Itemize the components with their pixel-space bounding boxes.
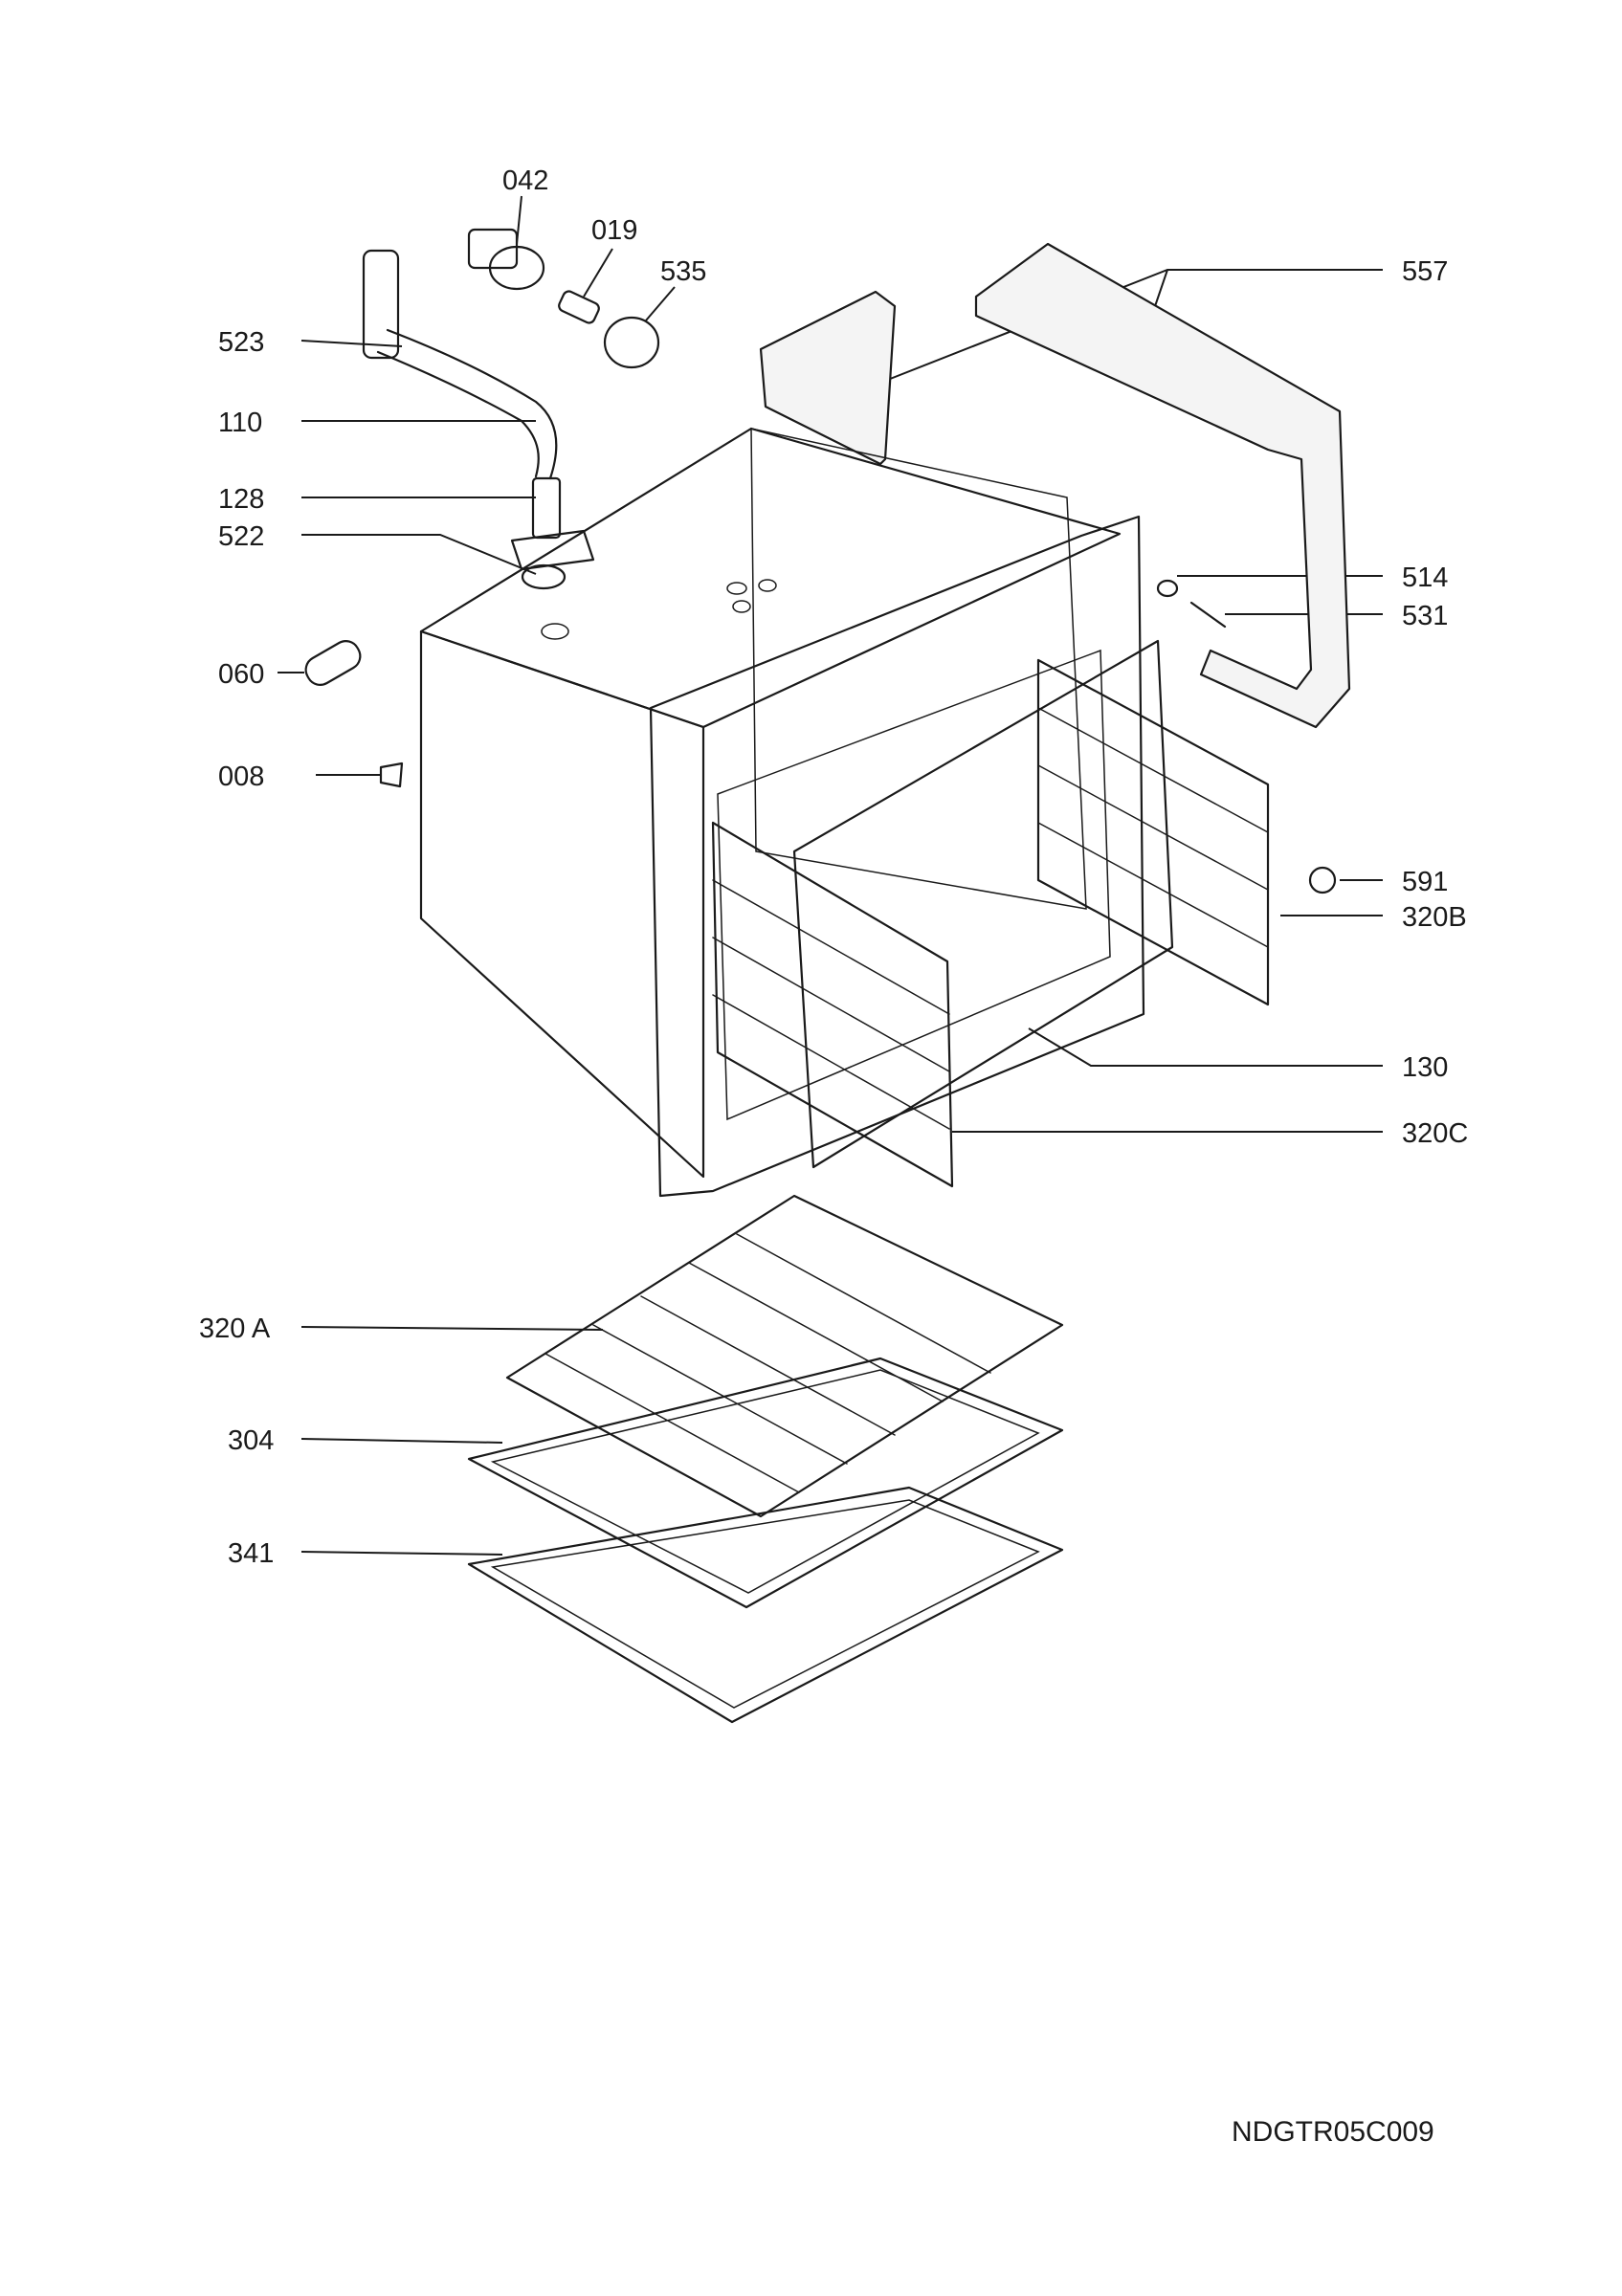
baking-tray-304-inner bbox=[490, 1369, 1040, 1594]
callout-514: 514 bbox=[1402, 563, 1448, 593]
leader-522 bbox=[301, 534, 537, 575]
oven-seal-130 bbox=[792, 639, 1174, 1169]
shelf-bar-2 bbox=[592, 1324, 848, 1465]
screw-514 bbox=[1156, 579, 1179, 598]
shelf-bar-1 bbox=[544, 1353, 800, 1493]
fitting-019 bbox=[558, 290, 600, 324]
callout-019: 019 bbox=[591, 215, 637, 246]
top-hole-b bbox=[726, 582, 747, 595]
front-frame bbox=[649, 515, 1145, 1198]
callout-320C: 320C bbox=[1402, 1118, 1468, 1149]
drawing-code: NDGTR05C009 bbox=[1232, 2116, 1434, 2148]
tray-341 bbox=[467, 1486, 1064, 1724]
insulation-557 bbox=[759, 242, 1351, 729]
wire-shelf-320A bbox=[505, 1194, 1064, 1518]
callout-128: 128 bbox=[218, 484, 264, 515]
baking-tray-304 bbox=[467, 1357, 1064, 1609]
callout-531: 531 bbox=[1402, 601, 1448, 631]
top-hole-a bbox=[541, 623, 569, 640]
leader-535 bbox=[645, 286, 676, 321]
fitting-042-body bbox=[467, 228, 519, 270]
runner-320C-rung-1 bbox=[712, 879, 950, 1015]
callout-320B: 320B bbox=[1402, 902, 1467, 933]
runner-320B-rung-2 bbox=[1037, 764, 1269, 891]
leader-130 bbox=[1028, 1027, 1383, 1067]
insulation-top-wrap bbox=[974, 242, 1351, 729]
shelf-runners bbox=[711, 579, 1337, 1188]
callout-341: 341 bbox=[228, 1538, 274, 1569]
runner-320C bbox=[711, 821, 954, 1188]
top-hole-c bbox=[758, 579, 777, 592]
callout-320A: 320 A bbox=[199, 1314, 271, 1344]
callout-060: 060 bbox=[218, 659, 264, 690]
insulation-side-block bbox=[759, 290, 897, 466]
callout-523: 523 bbox=[218, 327, 264, 358]
leader-042 bbox=[516, 195, 522, 245]
thermostat-probe-060 bbox=[304, 640, 362, 686]
callout-130: 130 bbox=[1402, 1052, 1448, 1083]
runner-320C-rung-3 bbox=[712, 994, 950, 1130]
gas-pipe-assembly bbox=[362, 249, 595, 590]
tray-341-inner bbox=[490, 1499, 1040, 1709]
knob-535 bbox=[603, 316, 660, 369]
runner-320C-rung-2 bbox=[712, 937, 950, 1072]
burner-tube-128 bbox=[531, 476, 562, 540]
leader-lines bbox=[278, 269, 1383, 1556]
shelf-bar-4 bbox=[688, 1262, 944, 1402]
flexible-pipe-110 bbox=[376, 328, 558, 480]
cavity-back-panel bbox=[750, 428, 1087, 910]
callout-labels: 042 019 535 523 110 128 522 060 008 557 … bbox=[199, 166, 1468, 1569]
callout-008: 008 bbox=[218, 762, 264, 792]
shelf-bar-3 bbox=[640, 1295, 896, 1436]
oven-cavity bbox=[304, 427, 1145, 1198]
callout-591: 591 bbox=[1402, 867, 1448, 897]
leader-523 bbox=[300, 340, 403, 347]
shelf-bar-5 bbox=[736, 1233, 991, 1374]
pipe-bracket-523 bbox=[362, 249, 400, 360]
callout-557: 557 bbox=[1402, 256, 1448, 287]
callout-304: 304 bbox=[228, 1425, 274, 1456]
clip-008 bbox=[379, 762, 404, 788]
leader-341 bbox=[300, 1551, 503, 1556]
callout-042: 042 bbox=[502, 166, 548, 196]
runner-320B-rung-1 bbox=[1037, 707, 1269, 833]
runner-320B-rung-3 bbox=[1037, 822, 1269, 948]
callout-535: 535 bbox=[660, 256, 706, 287]
screw-531 bbox=[1189, 601, 1227, 629]
runner-320B bbox=[1036, 658, 1270, 1006]
leader-304 bbox=[300, 1438, 503, 1444]
top-fittings bbox=[467, 195, 676, 369]
top-hole-d bbox=[732, 600, 751, 613]
callout-522: 522 bbox=[218, 521, 264, 552]
cavity-left-side bbox=[419, 629, 705, 1179]
burner-mount-plate bbox=[510, 529, 595, 571]
callout-110: 110 bbox=[218, 408, 262, 438]
shelf-and-trays bbox=[467, 1194, 1064, 1724]
front-opening bbox=[717, 649, 1111, 1121]
leader-320A bbox=[300, 1326, 604, 1331]
leader-019 bbox=[583, 248, 613, 298]
washer-591 bbox=[1308, 866, 1337, 894]
